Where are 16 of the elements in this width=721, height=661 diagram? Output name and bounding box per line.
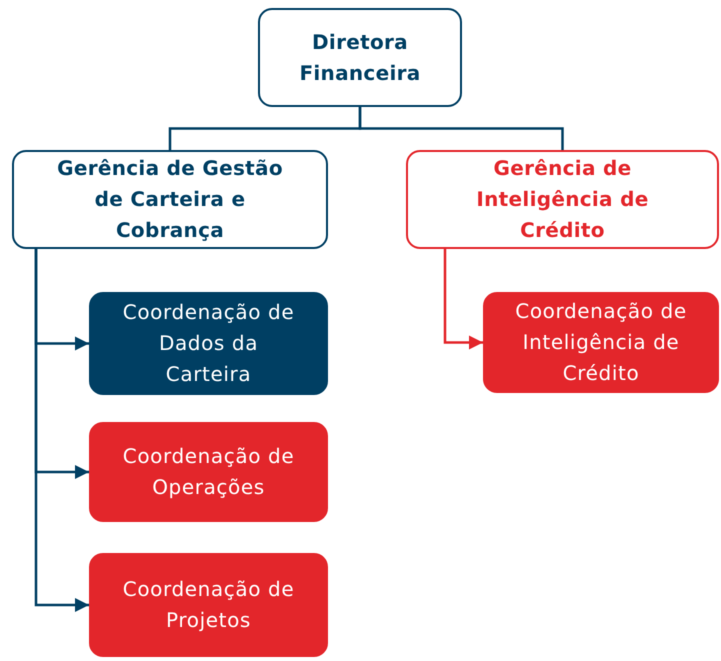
unit-box [483, 292, 719, 393]
unit-box [89, 553, 328, 657]
unit-box [406, 150, 719, 249]
connector [444, 249, 483, 350]
unit-name: Gerência de Gestão de Carteira e Cobrança [56, 155, 284, 244]
unit-box [89, 422, 328, 522]
unit-name: Coordenação de Operações [122, 443, 296, 501]
unit-box [12, 150, 328, 249]
connector [358, 107, 564, 150]
unit-name: Gerência de Inteligência de Crédito [475, 155, 650, 244]
unit-name: Coordenação de Projetos [122, 576, 296, 634]
unit-name: Coordenação de Inteligência de Crédito [515, 298, 687, 387]
unit-name: Coordenação de Dados da Carteira [122, 299, 296, 388]
unit-box [89, 292, 328, 395]
unit-name: Diretora Financeira [298, 28, 422, 86]
unit-box [258, 8, 462, 107]
